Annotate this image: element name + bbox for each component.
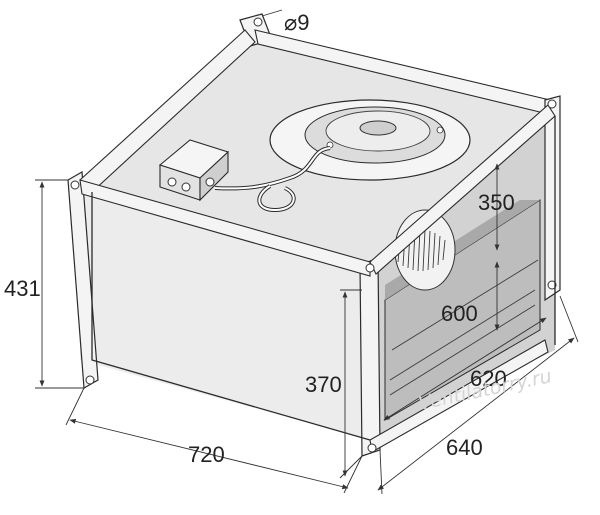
dim-height-total: 431 <box>4 276 41 301</box>
dim-length: 720 <box>188 442 225 467</box>
dim-hole-diameter: ⌀9 <box>284 10 309 35</box>
dim-height-outlet: 370 <box>305 372 342 397</box>
dim-width-inner: 600 <box>441 301 478 326</box>
dimension-lines <box>35 9 579 495</box>
dim-width-640: 640 <box>446 435 483 460</box>
dim-height-inner: 350 <box>478 190 515 215</box>
dimension-labels: ⌀9 431 350 600 370 620 640 720 <box>4 10 515 467</box>
motor-flange <box>269 99 471 181</box>
terminal-box <box>158 139 230 202</box>
dim-width-620: 620 <box>470 366 507 391</box>
